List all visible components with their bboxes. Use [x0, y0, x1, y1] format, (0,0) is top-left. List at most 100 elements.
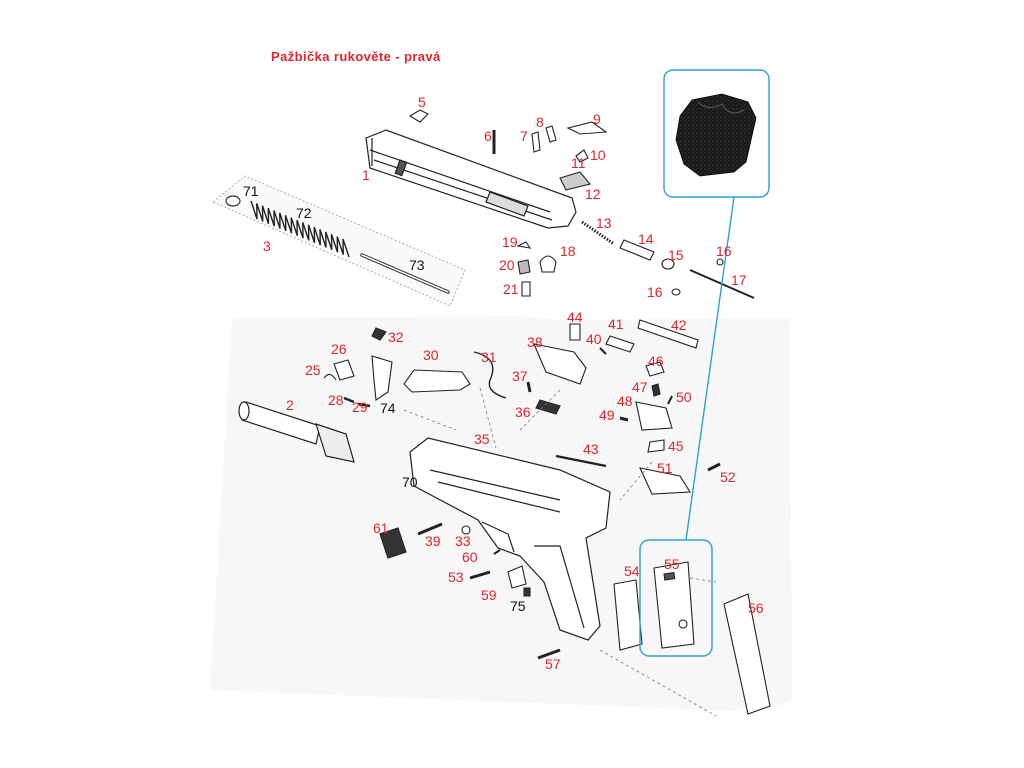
part-41-label: 41	[608, 316, 624, 332]
part-54-label: 54	[624, 563, 640, 579]
part-61	[379, 527, 407, 559]
part-59	[507, 565, 527, 589]
part-16b-label: 16	[647, 284, 663, 300]
part-49-label: 49	[599, 407, 615, 423]
part-52	[707, 462, 721, 472]
part-44-label: 44	[567, 309, 583, 325]
part-28-label: 28	[328, 392, 344, 408]
part-19-label: 19	[502, 234, 518, 250]
part-56-right-grip	[723, 593, 771, 715]
part-13-spring	[581, 220, 615, 246]
part-48-label: 48	[617, 393, 633, 409]
part-51-label: 51	[657, 460, 673, 476]
part-28	[343, 396, 355, 404]
part-11-label: 11	[571, 155, 586, 171]
part-15	[661, 258, 675, 270]
part-54-left-grip	[613, 579, 643, 651]
part-72-label: 72	[296, 205, 312, 221]
part-13-label: 13	[596, 215, 612, 231]
part-71-washer	[225, 195, 241, 207]
part-55-label: 55	[664, 556, 680, 572]
part-9-label: 9	[593, 111, 601, 127]
upper-small-parts	[408, 109, 755, 299]
part-57-label: 57	[545, 656, 561, 672]
part-26	[333, 359, 355, 381]
part-9	[566, 121, 608, 135]
dashed-leaders	[403, 387, 717, 717]
part-18-label: 18	[560, 243, 576, 259]
part-33-label: 33	[455, 533, 471, 549]
grip-photo-highlight-box	[663, 69, 770, 198]
part-16a-label: 16	[716, 243, 732, 259]
part-20	[517, 259, 531, 275]
part-37	[526, 381, 532, 393]
part-5-label: 5	[418, 94, 426, 110]
part-32	[371, 327, 387, 341]
part-20-label: 20	[499, 257, 515, 273]
highlight-connector-line	[685, 196, 735, 541]
part-71-label: 71	[243, 183, 259, 199]
center-mechanism	[526, 319, 721, 495]
part-30	[403, 369, 471, 393]
part-12-label: 12	[585, 186, 601, 202]
part-36	[535, 399, 561, 415]
blue-highlights	[639, 69, 770, 657]
part-45-label: 45	[668, 438, 684, 454]
part-47	[651, 383, 661, 397]
part-15-label: 15	[668, 247, 684, 263]
part-53	[469, 570, 491, 580]
part-42-label: 42	[671, 317, 687, 333]
part-17-label: 17	[731, 272, 747, 288]
part-42	[637, 319, 699, 349]
part-5	[408, 109, 429, 123]
part-70-frame-label: 70	[402, 474, 418, 490]
part-52-label: 52	[720, 469, 736, 485]
part-1-slide	[365, 129, 577, 229]
part-40	[599, 347, 607, 355]
part-41	[605, 335, 635, 353]
part-43-label: 43	[583, 441, 599, 457]
part-35-label: 35	[474, 431, 490, 447]
part-37-label: 37	[512, 368, 528, 384]
part-16b	[671, 288, 681, 296]
part-48	[635, 401, 673, 431]
part-59-label: 59	[481, 587, 497, 603]
part-72-recoil-spring	[250, 200, 350, 258]
part-61-label: 61	[373, 520, 389, 536]
recoil-assembly-box	[212, 175, 466, 307]
diagram-title: Pažbička rukověte - pravá	[271, 49, 441, 64]
grip-panels	[613, 561, 771, 715]
part-53-label: 53	[448, 569, 464, 585]
part-12	[559, 171, 591, 191]
part-16a	[716, 258, 724, 266]
part-55-highlight-box	[639, 539, 713, 657]
part-21-label: 21	[503, 281, 519, 297]
part-50	[667, 395, 673, 405]
part-60-label: 60	[462, 549, 478, 565]
part-39-label: 39	[425, 533, 441, 549]
lower-small-parts	[379, 522, 561, 660]
part-18	[539, 255, 557, 273]
part-21	[521, 281, 531, 297]
part-46-label: 46	[648, 353, 664, 369]
part-7	[531, 131, 541, 153]
part-57	[537, 648, 561, 660]
part-33	[461, 525, 471, 535]
part-60	[493, 549, 501, 555]
part-47-label: 47	[632, 379, 648, 395]
part-74-hammer	[371, 355, 393, 401]
part-31-label: 31	[481, 349, 497, 365]
part-26-label: 26	[331, 341, 347, 357]
part-45	[647, 439, 665, 453]
part-38	[533, 343, 587, 385]
part-7-label: 7	[520, 128, 528, 144]
part-75-label: 75	[510, 598, 526, 614]
part-36-label: 36	[515, 404, 531, 420]
part-74-label: 74	[380, 400, 396, 416]
part-10-label: 10	[590, 147, 606, 163]
part-38-label: 38	[527, 334, 543, 350]
part-49	[619, 416, 629, 422]
part-8-label: 8	[536, 114, 544, 130]
